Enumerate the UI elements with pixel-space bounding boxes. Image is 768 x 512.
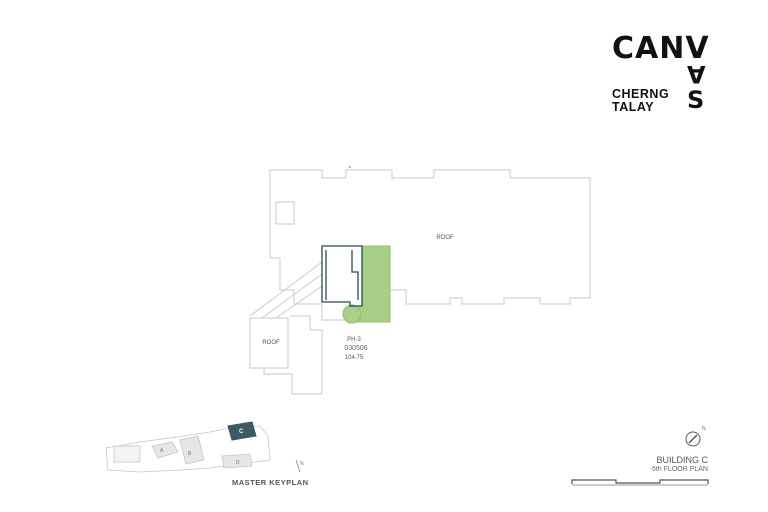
keyplan-block-c-label: C xyxy=(239,429,244,435)
keyplan-pool xyxy=(113,445,141,463)
ramp-lines xyxy=(249,261,323,319)
unit-code-label: 030506 xyxy=(344,345,368,352)
north-compass-icon xyxy=(685,431,701,447)
logo-subtitle-cherng: CHERNG xyxy=(612,87,670,101)
keyplan-block-a-label: A xyxy=(160,448,164,454)
master-keyplan-drawing xyxy=(105,421,301,473)
floor-plan-title: 6th FLOOR PLAN xyxy=(651,466,708,473)
side-roof-label: ROOF xyxy=(262,340,280,346)
keyplan-block-b xyxy=(179,435,205,465)
side-roof-outline xyxy=(249,317,289,369)
logo-subtitle-talay: TALAY xyxy=(612,100,655,114)
roof-small-box xyxy=(275,201,295,225)
building-title: BUILDING C xyxy=(656,455,708,465)
compass-north-label: N xyxy=(702,426,706,432)
unit-inner-wall xyxy=(325,250,359,300)
building-section-icon xyxy=(571,479,709,486)
main-roof-outline xyxy=(269,169,591,321)
keyplan-block-c xyxy=(227,421,257,441)
logo-wordmark-canv: CANV xyxy=(612,31,710,66)
main-roof-label: ROOF xyxy=(436,235,454,241)
unit-outline xyxy=(321,245,363,307)
keyplan-block-d-label: D xyxy=(236,460,240,466)
keyplan-block-d xyxy=(221,453,253,469)
keyplan-site-outline xyxy=(105,425,271,473)
plan-point-marker xyxy=(349,166,351,168)
unit-highlight-round xyxy=(342,304,362,324)
keyplan-north-label: N xyxy=(300,461,304,467)
unit-area-label: 104.75 xyxy=(344,355,364,361)
side-roof-inner xyxy=(263,315,323,395)
unit-type-label: PH-3 xyxy=(347,337,361,343)
keyplan-block-b-label: B xyxy=(188,451,192,457)
master-keyplan-label: MASTER KEYPLAN xyxy=(232,478,309,487)
logo-wordmark-s: S xyxy=(687,86,706,114)
keyplan-block-a xyxy=(151,441,179,459)
